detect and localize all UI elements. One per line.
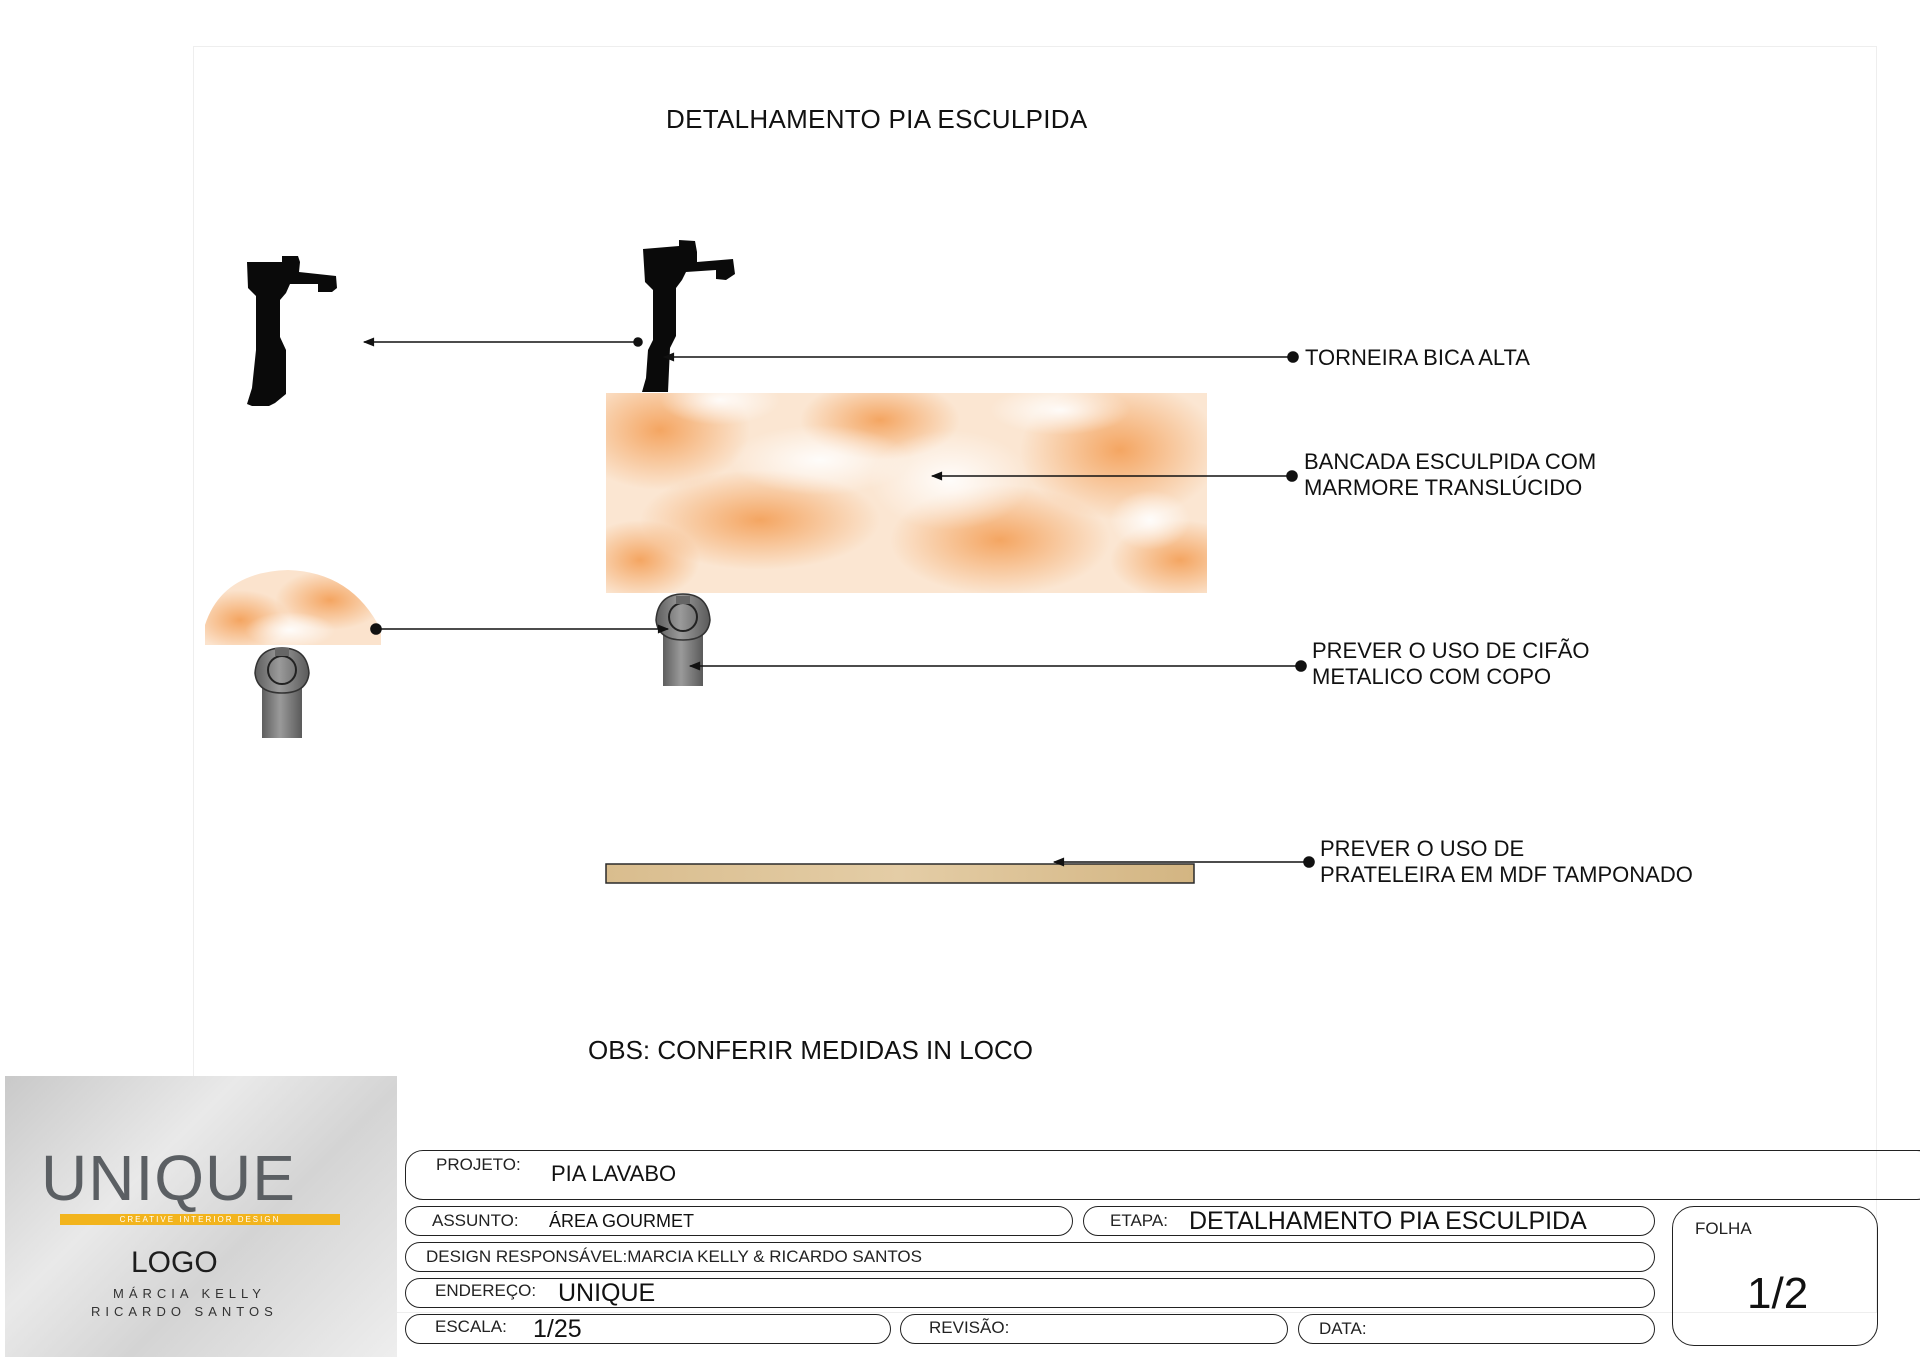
siphon-front-icon bbox=[655, 593, 711, 686]
logo-name-marcia: MÁRCIA KELLY bbox=[113, 1286, 266, 1301]
logo-name-ricardo: RICARDO SANTOS bbox=[91, 1304, 278, 1319]
logo-tagline: CREATIVE INTERIOR DESIGN bbox=[60, 1214, 340, 1225]
drawing-title: DETALHAMENTO PIA ESCULPIDA bbox=[666, 104, 1088, 134]
logo-block: UNIQUE CREATIVE INTERIOR DESIGN LOGO MÁR… bbox=[5, 1076, 397, 1357]
logo-wordmark: UNIQUE bbox=[41, 1142, 296, 1214]
callout-shelf: PREVER O USO DE PRATELEIRA EM MDF TAMPON… bbox=[1320, 836, 1693, 888]
logo-label: LOGO bbox=[131, 1246, 218, 1279]
faucet-front-icon bbox=[642, 240, 735, 392]
callout-siphon-line1: PREVER O USO DE CIFÃO bbox=[1312, 638, 1590, 663]
callout-shelf-line2: PRATELEIRA EM MDF TAMPONADO bbox=[1320, 862, 1693, 887]
countertop-marble bbox=[606, 393, 1207, 593]
sheet-frame bbox=[193, 46, 1877, 1313]
callout-countertop: BANCADA ESCULPIDA COM MARMORE TRANSLÚCID… bbox=[1304, 449, 1596, 501]
leader-lines bbox=[362, 337, 1315, 868]
callout-faucet: TORNEIRA BICA ALTA bbox=[1305, 345, 1530, 371]
callout-shelf-line1: PREVER O USO DE bbox=[1320, 836, 1525, 861]
faucet-side-icon bbox=[247, 256, 337, 406]
measurement-note: OBS: CONFERIR MEDIDAS IN LOCO bbox=[588, 1035, 1033, 1065]
callout-countertop-line1: BANCADA ESCULPIDA COM bbox=[1304, 449, 1597, 474]
siphon-side-icon bbox=[254, 647, 310, 738]
mdf-shelf bbox=[605, 863, 1195, 884]
callout-siphon-line2: METALICO COM COPO bbox=[1312, 664, 1552, 689]
callout-siphon: PREVER O USO DE CIFÃO METALICO COM COPO bbox=[1312, 638, 1590, 690]
countertop-side-marble bbox=[205, 570, 381, 645]
callout-faucet-text: TORNEIRA BICA ALTA bbox=[1305, 345, 1530, 370]
callout-countertop-line2: MARMORE TRANSLÚCIDO bbox=[1304, 475, 1583, 500]
